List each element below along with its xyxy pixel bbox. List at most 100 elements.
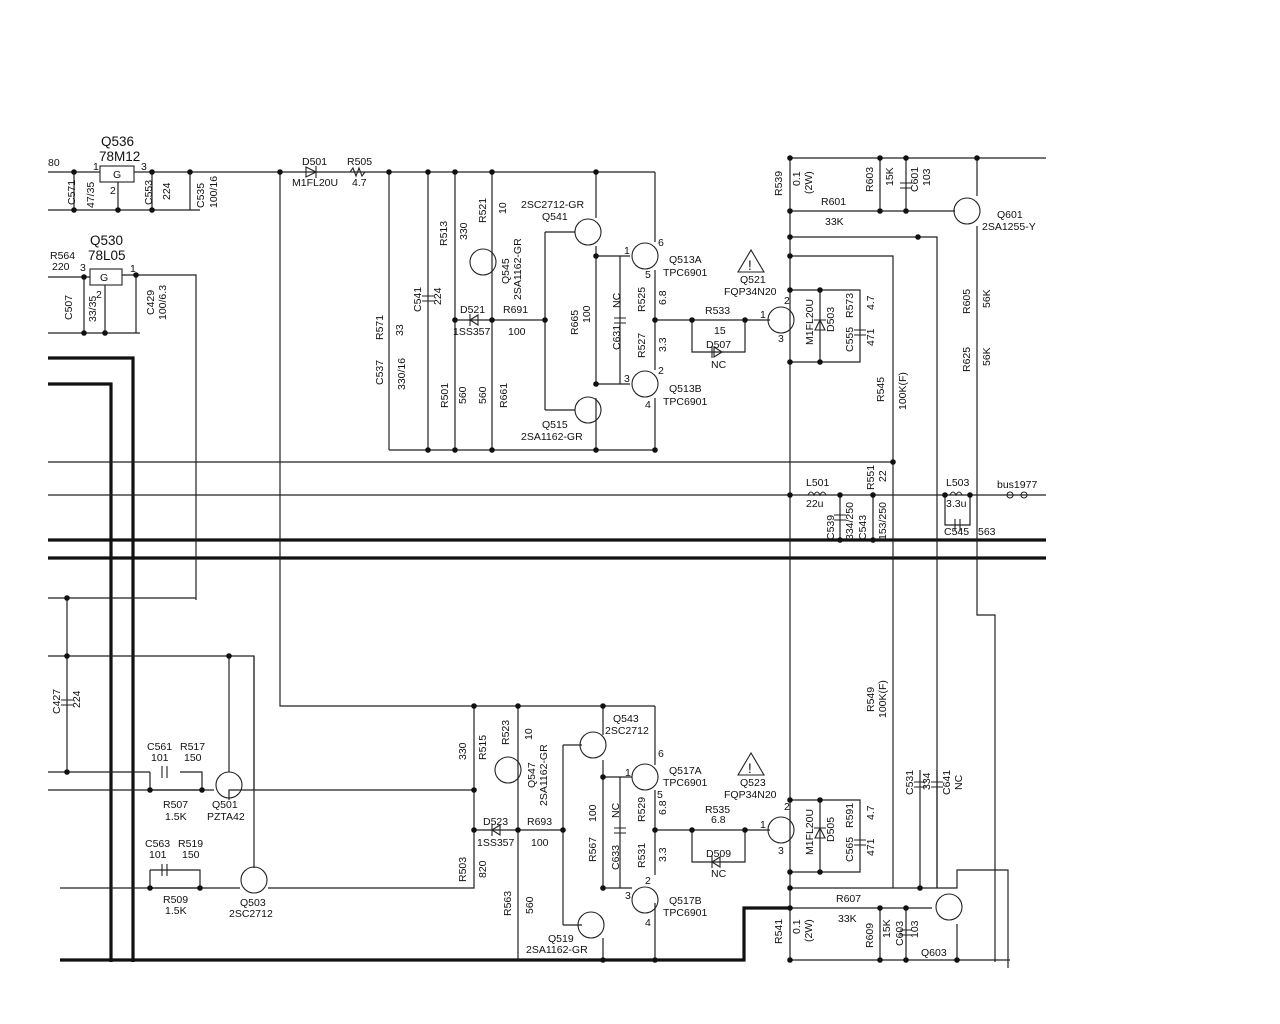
label-q601: Q601: [997, 209, 1023, 221]
label-r513: R513: [438, 221, 450, 246]
label-d509: D509: [706, 848, 731, 860]
label-q536-p1: 1: [93, 161, 99, 173]
label-l501-v: 22u: [806, 498, 824, 510]
component-labels: Q536 78M12 80 G 1 2 3 C571 47/35 C553 22…: [48, 134, 1037, 959]
label-c571-v: 47/35: [85, 182, 97, 208]
label-d523: D523: [483, 816, 508, 828]
label-l503: L503: [946, 477, 970, 489]
label-r509-v: 1.5K: [165, 905, 187, 917]
capacitor-c603-symbol: [900, 929, 912, 936]
label-q517a-pin6: 6: [658, 748, 664, 760]
label-c541-v: 224: [432, 287, 444, 305]
warning-triangle-q521: [737, 248, 765, 273]
label-c555-v: 471: [865, 328, 877, 346]
label-r665: R665: [569, 310, 581, 335]
label-r607: R607: [836, 893, 861, 905]
regulator-q530-body: [89, 268, 123, 286]
label-q515: Q515: [542, 419, 568, 431]
transistor-q601-symbol: [953, 197, 981, 225]
bus-terminal-b: [1020, 491, 1028, 499]
label-c563: C563: [145, 838, 170, 850]
power-rails: [48, 356, 1046, 962]
label-q519-v: 2SA1162-GR: [526, 944, 588, 956]
label-r564: R564: [50, 250, 75, 262]
label-r625-v: 56K: [981, 347, 993, 366]
label-r531-v: 3.3: [657, 847, 669, 862]
label-q523-pin3: 3: [778, 845, 784, 857]
label-r503: R503: [457, 857, 469, 882]
label-c543-v: 153/250: [877, 502, 889, 540]
label-r549-v: 100K(F): [877, 680, 889, 718]
transistor-q541-symbol: [574, 218, 602, 246]
label-q541: Q541: [542, 211, 568, 223]
label-r661-v: 560: [477, 386, 489, 404]
label-r533-v: 15: [714, 325, 726, 337]
label-r515: R515: [477, 735, 489, 760]
label-r605-v: 56K: [981, 289, 993, 308]
label-c545: C545: [944, 526, 969, 538]
capacitor-c563-symbol: [161, 864, 168, 876]
label-l501: L501: [806, 477, 830, 489]
label-c565-v: 471: [865, 838, 877, 856]
label-q513b: Q513B: [669, 383, 702, 395]
transistor-q519-symbol: [577, 911, 605, 939]
diode-d523-symbol: [490, 824, 501, 836]
label-r527: R527: [636, 333, 648, 358]
capacitor-c531-symbol: [914, 781, 926, 788]
label-r501: R501: [439, 383, 451, 408]
label-d507: D507: [706, 339, 731, 351]
label-q541-v: 2SC2712-GR: [521, 199, 584, 211]
capacitor-c565-symbol: [854, 839, 866, 846]
label-r601-v: 33K: [825, 216, 844, 228]
label-c427: C427: [51, 689, 63, 714]
regulator-q536-body: [99, 165, 135, 183]
label-q523-pin2: 2: [784, 801, 790, 813]
label-q517a-pin1: 1: [625, 767, 631, 779]
label-d505: D505: [825, 817, 837, 842]
label-q521-pin2: 2: [784, 295, 790, 307]
label-c553: C553: [143, 180, 155, 205]
label-r501-v: 560: [457, 386, 469, 404]
label-r523-v: 10: [523, 728, 535, 740]
diode-d501-symbol: [305, 166, 318, 178]
diode-d507-symbol: [711, 346, 724, 358]
label-d507-v: NC: [711, 359, 727, 371]
label-d505-v: M1FL20U: [804, 809, 816, 855]
label-r535-v: 6.8: [711, 814, 726, 826]
label-q530-p1: 1: [130, 263, 136, 275]
label-r519-v: 150: [182, 849, 200, 861]
label-q517b-pin3: 3: [625, 890, 631, 902]
label-q513a: Q513A: [669, 254, 702, 266]
transistor-q547-symbol: [494, 756, 522, 784]
label-r545-v: 100K(F): [897, 372, 909, 410]
label-c563-v: 101: [149, 849, 167, 861]
label-d501-v: M1FL20U: [292, 177, 338, 189]
label-r505: R505: [347, 156, 372, 168]
transistor-q521-symbol: [767, 306, 795, 334]
label-r535: R535: [705, 804, 730, 816]
label-r549: R549: [865, 687, 877, 712]
label-q523-v: FQP34N20: [724, 789, 777, 801]
label-q603: Q603: [921, 947, 947, 959]
label-c561: C561: [147, 741, 172, 753]
label-r573-v: 4.7: [865, 295, 877, 310]
label-r609-v: 15K: [881, 919, 893, 938]
label-c553-v: 224: [161, 182, 173, 200]
label-r507-v: 1.5K: [165, 811, 187, 823]
label-r541: R541: [773, 919, 785, 944]
label-c601: C601: [909, 167, 921, 192]
label-q547-v: 2SA1162-GR: [538, 744, 550, 806]
label-r509: R509: [163, 894, 188, 906]
label-d501: D501: [302, 156, 327, 168]
label-r521: R521: [477, 198, 489, 223]
label-q545: Q545: [500, 258, 512, 284]
component-symbols: [61, 165, 1028, 936]
diode-d509-symbol: [710, 856, 721, 868]
capacitor-c641-symbol: [931, 781, 943, 788]
bus-terminal-a: [1006, 491, 1014, 499]
label-r527-v: 3.3: [657, 337, 669, 352]
label-q519: Q519: [548, 933, 574, 945]
label-r503-v: 820: [477, 860, 489, 878]
label-q547: Q547: [526, 762, 538, 788]
label-r571: R571: [374, 315, 386, 340]
